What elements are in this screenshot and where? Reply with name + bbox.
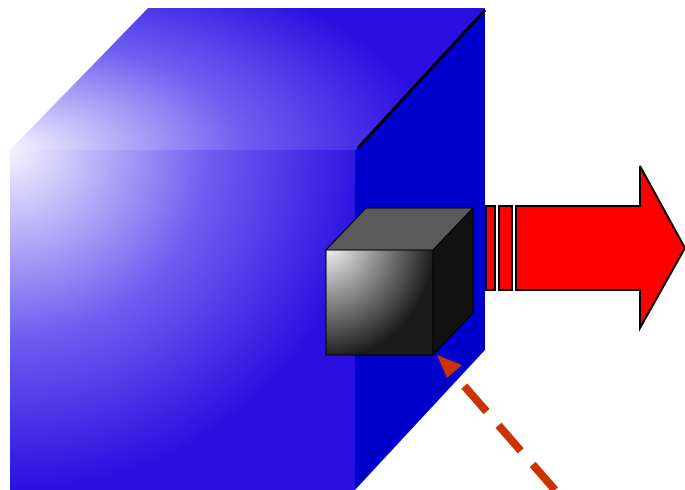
small-cube bbox=[324, 206, 475, 357]
input-arrow bbox=[437, 355, 559, 490]
arrow-stripe-2 bbox=[498, 205, 513, 291]
small-cube-front-face bbox=[325, 249, 434, 356]
large-cube-top-edge bbox=[356, 8, 487, 150]
arrow-stripe-1 bbox=[485, 205, 496, 291]
dashed-arrow-icon bbox=[437, 355, 462, 378]
arrow-right-icon bbox=[515, 165, 685, 332]
output-arrow bbox=[485, 165, 685, 332]
large-cube-top-face bbox=[10, 8, 485, 150]
large-cube bbox=[10, 8, 487, 490]
large-cube-front-face bbox=[10, 150, 355, 490]
dashed-arrow-shaft bbox=[448, 369, 559, 490]
